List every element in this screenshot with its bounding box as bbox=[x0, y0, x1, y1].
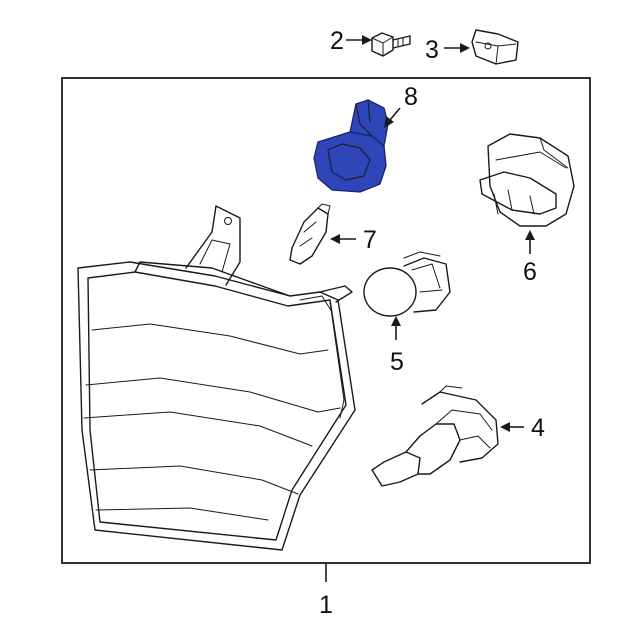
arrow-3 bbox=[460, 43, 470, 53]
callout-7: 7 bbox=[363, 226, 377, 254]
callout-4: 4 bbox=[531, 414, 545, 442]
arrow-4 bbox=[500, 422, 510, 432]
arrow-7 bbox=[330, 234, 340, 244]
arrow-8 bbox=[384, 116, 394, 128]
wedge-bulb[interactable] bbox=[289, 203, 331, 265]
arrow-2 bbox=[362, 35, 372, 45]
headlamp-housing[interactable] bbox=[77, 205, 356, 551]
bulb-socket[interactable] bbox=[479, 133, 575, 227]
callout-3: 3 bbox=[425, 36, 439, 64]
arrow-6 bbox=[525, 230, 535, 240]
callout-1: 1 bbox=[319, 591, 333, 619]
leader-line-8 bbox=[389, 107, 401, 121]
callout-2: 2 bbox=[330, 27, 344, 55]
arrow-5 bbox=[391, 316, 401, 326]
callout-8: 8 bbox=[404, 83, 418, 111]
round-bulb[interactable] bbox=[363, 251, 451, 317]
callout-5: 5 bbox=[390, 348, 404, 376]
highlighted-bulb-socket[interactable] bbox=[313, 99, 389, 193]
bolt[interactable] bbox=[371, 32, 411, 57]
callout-6: 6 bbox=[523, 258, 537, 286]
clip-nut[interactable] bbox=[471, 29, 519, 65]
halogen-bulb[interactable] bbox=[371, 385, 499, 487]
